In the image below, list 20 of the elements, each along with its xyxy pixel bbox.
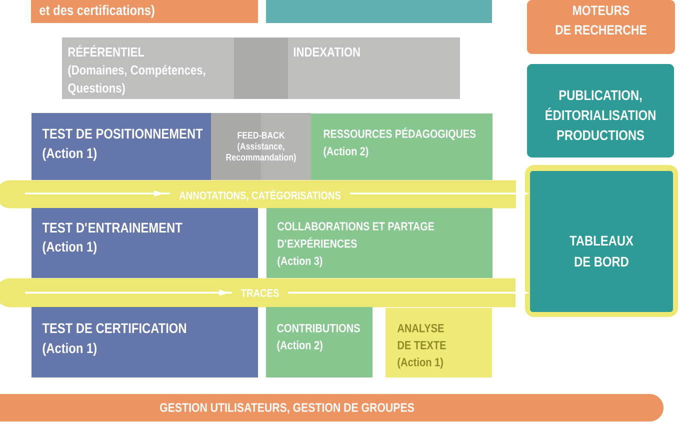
node-label: (Action 1) — [398, 358, 443, 369]
module-box: TEST DE POSITIONNEMENT (Action 1) — [32, 113, 211, 180]
module-box: ANALYSE DE TEXTE (Action 1) — [386, 308, 492, 378]
module-box: MOTEURS DE RECHERCHE — [527, 0, 675, 54]
module-box: INDEXATION — [234, 38, 460, 99]
edge-label: ANNOTATIONS, CATÉGORISATIONS — [170, 186, 350, 204]
module-box: TEST D'ENTRAINEMENT (Action 1) — [32, 208, 258, 278]
module-box: et des certifications) — [31, 0, 258, 23]
module-box: FEED-BACK (Assistance, Recommandation) — [211, 113, 311, 180]
edge-label: TRACES — [232, 286, 288, 300]
module-box: CONTRIBUTIONS (Action 2) — [266, 307, 372, 378]
base-band: GESTION UTILISATEURS, GESTION DE GROUPES — [0, 394, 664, 422]
module-box: COLLABORATIONS ET PARTAGE D'EXPÉRIENCES (Action 3) — [266, 208, 492, 278]
module-box: RÉFÉRENTIEL (Domaines, Compétences, Questions) — [62, 38, 234, 99]
module-box: TEST DE CERTIFICATION (Action 1) — [32, 307, 258, 378]
module-box: RESSOURCES PÉDAGOGIQUES (Action 2) — [311, 114, 492, 180]
module-box: TABLEAUX DE BORD — [525, 165, 678, 317]
module-box: PUBLICATION, ÉDITORIALISATION PRODUCTIONS — [527, 64, 674, 158]
module-box — [266, 0, 492, 23]
node-label: ANALYSE DE TEXTE — [397, 324, 446, 350]
